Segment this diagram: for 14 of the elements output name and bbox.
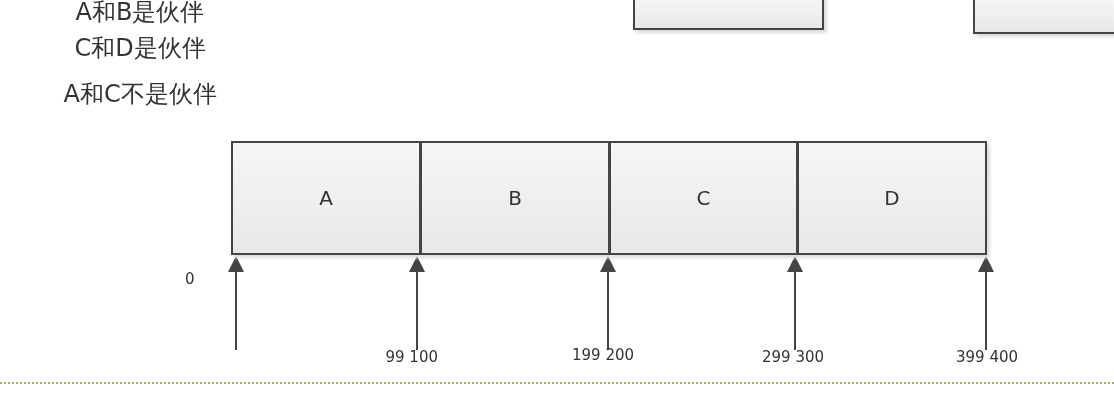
empty-box: [973, 0, 1114, 34]
note-text: A和C不是伙伴: [63, 79, 217, 110]
memory-block: B: [420, 141, 610, 255]
offset-label: 399 400: [956, 348, 1019, 366]
memory-block: A: [231, 141, 421, 255]
empty-box: [633, 0, 824, 30]
note-text: C和D是伙伴: [74, 33, 206, 64]
offset-label: 99 100: [385, 348, 438, 366]
memory-block: C: [609, 141, 798, 255]
memory-block: D: [797, 141, 987, 255]
offset-label: 199 200: [572, 346, 635, 364]
note-text: A和B是伙伴: [75, 0, 205, 28]
offset-label: 0: [185, 270, 195, 288]
offset-label: 299 300: [762, 348, 825, 366]
